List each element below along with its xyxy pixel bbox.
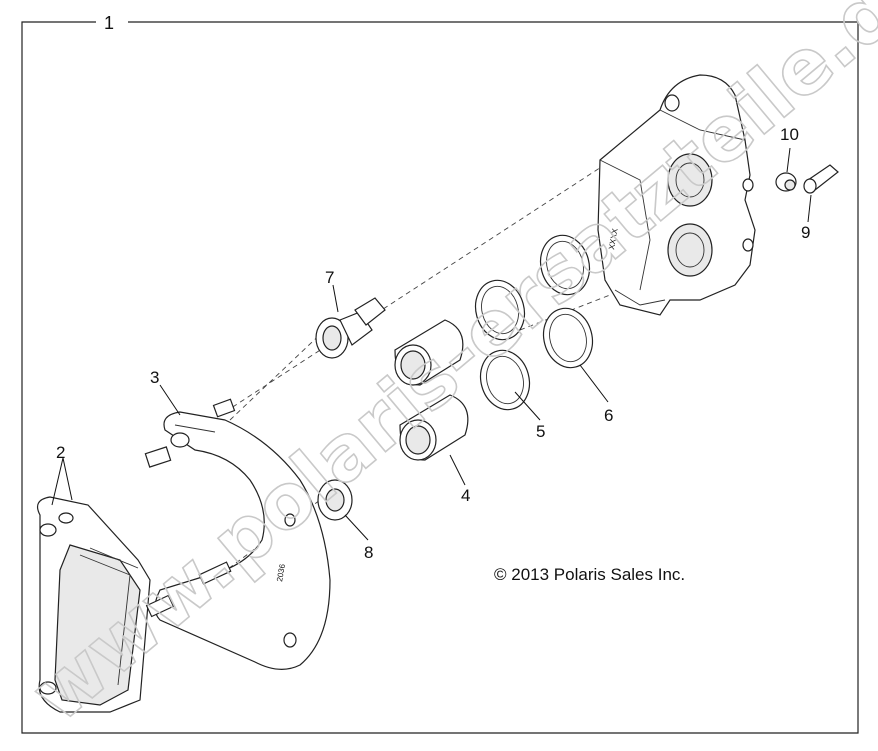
callout-numbers: 2 3 4 5 6 7 8 9 10: [56, 125, 810, 562]
pistons: [394, 319, 469, 461]
frame-number-label: 1: [104, 13, 114, 33]
callout-3: 3: [150, 368, 159, 387]
slide-pin-boot: [315, 297, 386, 359]
bleeder-screw: [803, 164, 839, 194]
callout-8: 8: [364, 543, 373, 562]
copyright-notice: © 2013 Polaris Sales Inc.: [494, 565, 685, 584]
bleeder-cap: [775, 172, 797, 192]
mounting-bracket: 2036: [144, 398, 331, 670]
callout-5: 5: [536, 422, 545, 441]
dust-seals: [539, 234, 594, 369]
callout-2: 2: [56, 443, 65, 462]
watermark: www.polaris-ersatzteile.de: [14, 0, 878, 739]
caliper-body: XXXX: [597, 74, 756, 316]
callout-4: 4: [461, 486, 470, 505]
callout-10: 10: [780, 125, 799, 144]
bracket-stamp: 2036: [275, 563, 287, 583]
callout-leaders: [51, 147, 812, 541]
callout-7: 7: [325, 268, 334, 287]
callout-6: 6: [604, 406, 613, 425]
callout-9: 9: [801, 223, 810, 242]
diagram-frame: 1: [21, 13, 859, 734]
caliper-stamp: XXXX: [607, 227, 620, 250]
brake-pads: [37, 496, 151, 713]
boot-8: [317, 479, 353, 521]
